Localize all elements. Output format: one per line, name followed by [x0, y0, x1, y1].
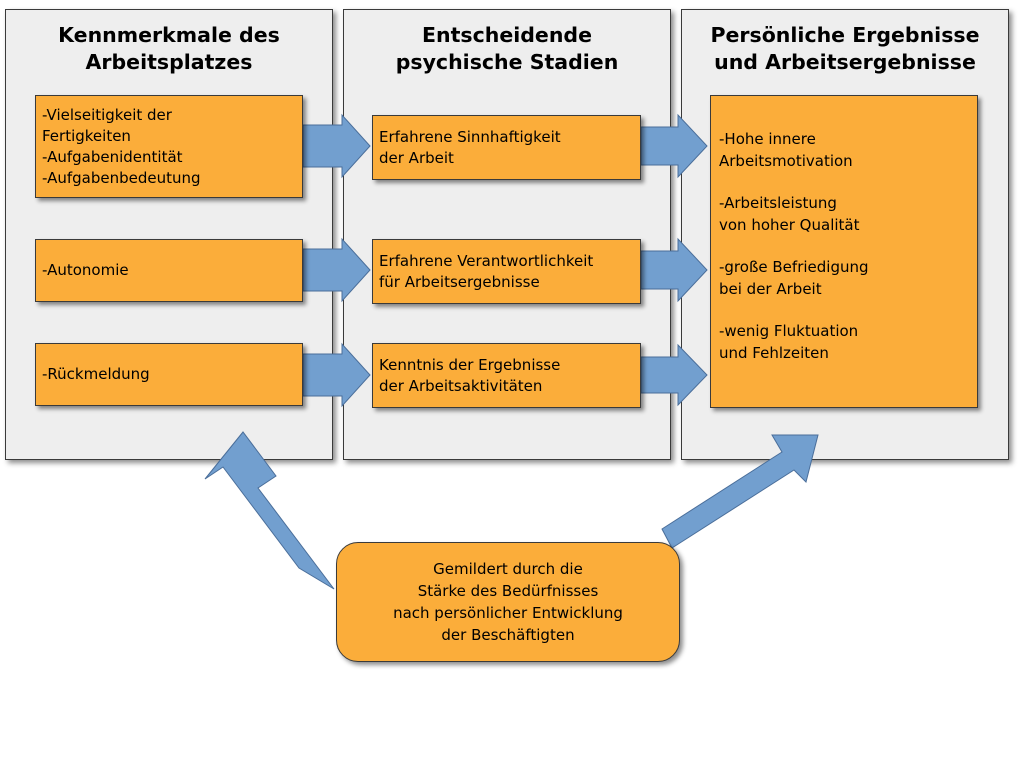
moderator-text: Gemildert durch die Stärke des Bedürfnis…: [393, 560, 623, 644]
arrow-right-icon: [302, 342, 371, 408]
arrow-right-icon: [640, 237, 708, 303]
job-characteristic-box-skills: -Vielseitigkeit der Fertigkeiten -Aufgab…: [35, 95, 303, 198]
psychological-state-box-responsibility: Erfahrene Verantwortlichkeit für Arbeits…: [372, 239, 641, 304]
outcomes-box: -Hohe innere Arbeitsmotivation -Arbeitsl…: [710, 95, 978, 408]
moderator-box: Gemildert durch die Stärke des Bedürfnis…: [336, 542, 680, 662]
outcome-item: -große Befriedigung bei der Arbeit: [719, 258, 869, 298]
psychological-state-text: Erfahrene Sinnhaftigkeit der Arbeit: [379, 127, 561, 167]
job-characteristic-box-feedback: -Rückmeldung: [35, 343, 303, 406]
outcome-item: -Hohe innere Arbeitsmotivation: [719, 130, 853, 170]
job-characteristic-text: -Rückmeldung: [42, 365, 150, 383]
column-title-outcomes: Persönliche Ergebnisse und Arbeitsergebn…: [710, 23, 980, 74]
psychological-state-box-knowledge: Kenntnis der Ergebnisse der Arbeitsaktiv…: [372, 343, 641, 408]
arrow-up-left-icon: [204, 431, 335, 590]
outcome-item: -Arbeitsleistung von hoher Qualität: [719, 194, 860, 234]
job-characteristic-text: -Autonomie: [42, 261, 129, 279]
arrow-right-icon: [640, 343, 708, 407]
job-characteristic-box-autonomy: -Autonomie: [35, 239, 303, 302]
arrow-right-icon: [640, 113, 708, 179]
arrow-right-icon: [302, 113, 371, 179]
job-characteristic-text: -Vielseitigkeit der Fertigkeiten -Aufgab…: [42, 105, 201, 187]
psychological-state-box-meaningfulness: Erfahrene Sinnhaftigkeit der Arbeit: [372, 115, 641, 180]
arrow-up-right-icon: [661, 434, 819, 549]
psychological-state-text: Erfahrene Verantwortlichkeit für Arbeits…: [379, 251, 594, 291]
outcome-item: -wenig Fluktuation und Fehlzeiten: [719, 322, 859, 362]
column-title-job-characteristics: Kennmerkmale des Arbeitsplatzes: [58, 23, 280, 74]
arrow-right-icon: [302, 237, 371, 303]
psychological-state-text: Kenntnis der Ergebnisse der Arbeitsaktiv…: [379, 355, 561, 395]
column-title-psychological-states: Entscheidende psychische Stadien: [395, 23, 619, 74]
